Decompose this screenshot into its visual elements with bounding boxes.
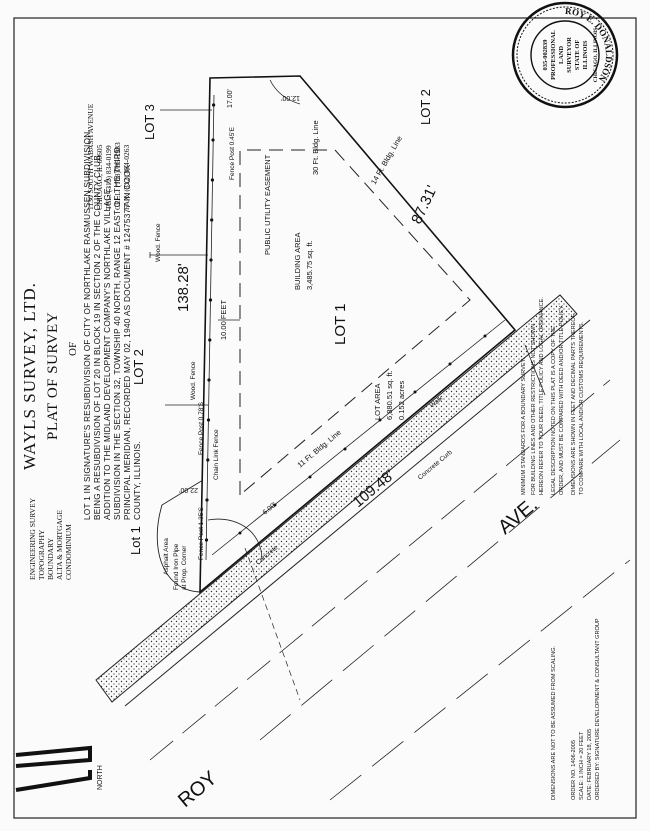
address-line: TEL: (312) 834-0199	[104, 145, 113, 210]
utility-easement-label: PUBLIC UTILITY EASEMENT	[263, 154, 272, 255]
seal-line: STATE OF	[574, 40, 581, 71]
building-area-label: BUILDING AREA	[293, 232, 302, 290]
west-fence-line	[204, 94, 216, 561]
legal-line: LOT 1 IN SIGNATURE'S RESUBDIVISION OF CI…	[83, 132, 92, 520]
concrete-curb-label: Concrete Curb	[417, 449, 454, 482]
address-line: 1130 SOUTH WABASH AVENUE	[86, 103, 95, 210]
lot-area-label: LOT AREA	[373, 383, 382, 420]
neighbor-fences	[149, 109, 212, 406]
ordered-by: ORDERED BY: SIGNATURE DEVELOPMENT & CONS…	[595, 618, 601, 800]
survey-notes: MINIMUM STANDARDS FOR A BOUNDARY SURVEY.…	[521, 297, 585, 495]
service-line: BOUNDARY	[46, 537, 55, 580]
lot-1-west-label: Lot 1	[128, 526, 143, 555]
notes-line: DIMENSIONS ARE SHOWN IN FEET AND DECIMAL…	[571, 312, 577, 495]
seal-line: LAND	[558, 46, 565, 64]
plat-notes: 10.00 FEET 30 Ft. Bldg. Line 11 Ft. Bldg…	[219, 120, 406, 469]
lot-area-acres: 0.152 acres	[397, 381, 406, 420]
lot-extension-line	[244, 547, 301, 701]
notes-line: FOR BUILDING LINES AND OTHER RESTRICTION…	[531, 324, 537, 495]
legal-line: COUNTY, ILLINOIS.	[133, 441, 142, 520]
order-info: DIMENSIONS ARE NOT TO BE ASSUMED FROM SC…	[551, 618, 601, 800]
fence-post-label: Fence Post 0.45'E	[229, 126, 236, 180]
seal-number: 035-002839	[542, 40, 549, 71]
address-line: CELL: (708)785-1983	[113, 142, 122, 210]
service-line: TOPOGRAPHY	[37, 529, 46, 580]
company-services: ENGINEERING SURVEY TOPOGRAPHY BOUNDARY A…	[28, 497, 73, 580]
lot-area-sqft: 6,880.51 sq. ft.	[385, 370, 394, 420]
fence-post-label: Fence Post 1.35'S	[198, 506, 205, 560]
corner-arc	[269, 79, 301, 105]
notes-standards: MINIMUM STANDARDS FOR A BOUNDARY SURVEY.	[521, 357, 527, 495]
legal-line: SUBDIVISION IN THE SECTION 32, TOWNSHIP …	[113, 147, 122, 520]
street-roy-label: ROY	[174, 767, 221, 812]
notes-line: LEGAL DESCRIPTION NOTED ON THIS PLAT IS …	[551, 326, 557, 495]
wood-fence-label: Wood. Fence	[190, 361, 197, 400]
company-header: WAYLS SURVEY, LTD. PLAT OF SURVEY OF	[20, 282, 79, 470]
order-date: DATE: FEBRUARY 18, 2005	[587, 729, 593, 800]
document-title: PLAT OF SURVEY	[45, 312, 61, 440]
corner-pipe-label: at Prop. Corner	[181, 545, 188, 590]
lot-2-north-label: LOT 2	[131, 349, 146, 385]
west-dimension: 138.28'	[175, 263, 192, 312]
east-dimension: 87.31'	[408, 183, 441, 227]
legal-line: PRINCIPAL MERIDIAN, RECORDED MAY 02, 194…	[123, 164, 132, 520]
seal-line: SURVEYOR	[566, 37, 573, 73]
lot-1-boundary	[199, 75, 517, 594]
lot-extension-line	[524, 344, 546, 396]
corner-pipe-label: Found Iron Pipe	[173, 543, 180, 590]
lot-labels: LOT 1 LOT 2 LOT 2 LOT 3 Lot 1	[128, 89, 433, 555]
notes-line: TO COMPARE WITH LOCAL AND/OR CUSTOMS REQ…	[579, 321, 585, 495]
order-number: ORDER NO. 1406-2005	[571, 740, 577, 800]
service-line: ENGINEERING SURVEY	[28, 497, 37, 580]
ten-feet-label: 10.00 FEET	[219, 300, 228, 340]
street-edge-line	[259, 439, 621, 741]
fence-post-label: Fence Post 0.78'S	[198, 401, 205, 455]
company-address: 1130 SOUTH WABASH AVENUE CHICAGO, IL 606…	[86, 103, 131, 210]
company-name: WAYLS SURVEY, LTD.	[20, 282, 39, 470]
legal-line: ADDITION TO THE MIDLAND DEVELOPMENT COMP…	[103, 178, 112, 520]
scale-note: DIMENSIONS ARE NOT TO BE ASSUMED FROM SC…	[551, 645, 557, 800]
street-ave-label: AVE.	[494, 494, 542, 539]
scale-value: SCALE: 1 INCH = 20 FEET	[579, 731, 585, 800]
driveway-arc	[207, 518, 263, 561]
address-line: FAX: (312) 834-0263	[122, 144, 131, 210]
legal-line: BEING A RESUBDIVISION OF LOT 20 IN BLOCK…	[93, 155, 102, 520]
legal-description: LOT 1 IN SIGNATURE'S RESUBDIVISION OF CI…	[83, 132, 142, 520]
small-dimension: 22.00'	[179, 486, 198, 493]
notes-line: ORDER, AND MUST BE COMPARED WITH DEED AN…	[559, 304, 565, 495]
asphalt-area-outline	[156, 479, 204, 593]
curb-line	[124, 319, 591, 707]
bldg-line-11-label: 11 Ft. Bldg. Line	[296, 428, 343, 470]
document-of: OF	[67, 342, 79, 356]
north-arrow: NORTH	[15, 745, 104, 792]
sidewalk-strip	[95, 294, 578, 703]
seal-line: ILLINOIS	[582, 40, 589, 70]
address-line: CHICAGO, IL 60605	[95, 144, 104, 210]
bldg-line-30-label: 30 Ft. Bldg. Line	[311, 120, 320, 175]
lot-1-label: LOT 1	[332, 304, 349, 345]
wood-fence-label: Wood. Fence	[155, 223, 162, 262]
north-label: NORTH	[97, 765, 104, 790]
street-centerline	[149, 379, 611, 761]
building-area-value: 3,485.75 sq. ft.	[305, 240, 314, 290]
lot-2-east-label: LOT 2	[418, 89, 433, 125]
front-fence-line	[211, 319, 506, 556]
street-edge-line	[329, 559, 631, 801]
service-line: CONDOMINIUM	[64, 524, 73, 580]
small-dimension: 12.00'	[281, 94, 300, 101]
building-setback-line	[239, 149, 471, 497]
asphalt-area-label: Asphalt Area	[163, 538, 170, 575]
small-dimension: 17.00'	[227, 89, 234, 108]
seal-line: PROFESSIONAL	[550, 30, 557, 80]
seal-city: CHICAGO, ILLINOIS	[593, 28, 599, 83]
lot-3-label: LOT 3	[142, 104, 157, 140]
notes-line: HEREON REFER TO YOUR DEED, TITLE POLICY …	[539, 297, 545, 495]
service-line: ALTA & MORTGAGE	[55, 510, 64, 580]
chain-link-fence-label: Chain Link Fence	[213, 429, 220, 480]
page-border	[13, 17, 637, 819]
